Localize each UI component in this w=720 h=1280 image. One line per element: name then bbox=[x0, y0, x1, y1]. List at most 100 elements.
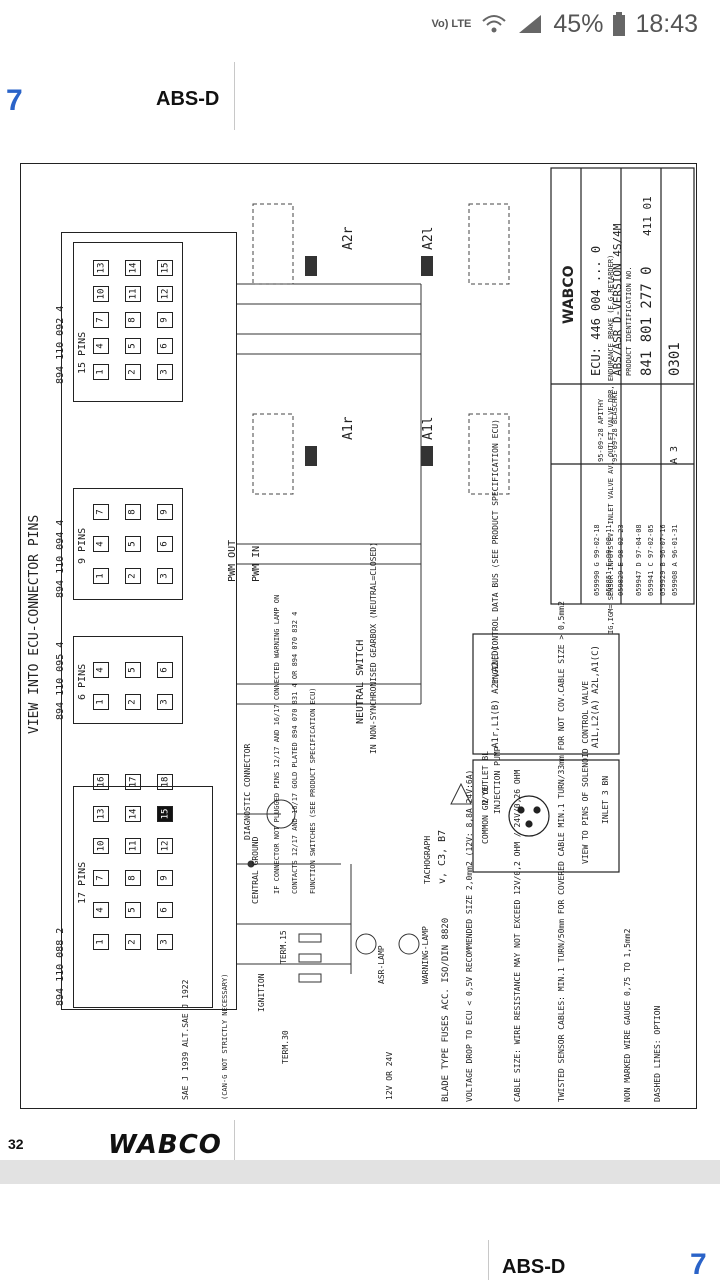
pin: 17 bbox=[125, 774, 141, 790]
sensor-label: A1l bbox=[421, 416, 436, 440]
pin: 9 bbox=[157, 870, 173, 886]
function-switches-label: FUNCTION SWITCHES (SEE PRODUCT SPECIFICA… bbox=[309, 687, 317, 894]
revision-row: 059947 D 97-04-08 bbox=[635, 524, 643, 596]
valve-view-label: VIEW TO PINS OF SOLENOID CONTROL VALVE bbox=[581, 680, 590, 864]
common-label: COMMON GN/YE bbox=[481, 786, 490, 844]
network-indicator: Vo) LTE bbox=[431, 17, 472, 30]
title-size: A 3 bbox=[669, 445, 680, 464]
term15-label: TERM.15 bbox=[279, 930, 288, 964]
pin: 8 bbox=[125, 504, 141, 520]
pin: 8 bbox=[125, 870, 141, 886]
pin: 6 bbox=[157, 902, 173, 918]
next-page-title: ABS-D bbox=[502, 1256, 566, 1278]
drawn-by: 95-09-28 APITHY bbox=[597, 398, 605, 462]
pin: 16 bbox=[93, 774, 109, 790]
pin: 5 bbox=[125, 662, 141, 678]
pin: 11 bbox=[125, 838, 141, 854]
title-sheet: 411 01 bbox=[641, 196, 654, 236]
asr-lamp-label: ASR-LAMP bbox=[377, 945, 386, 984]
pin: 1 bbox=[93, 568, 109, 584]
sensor-label: A1r bbox=[341, 416, 356, 440]
header-divider bbox=[234, 62, 235, 130]
page-gap bbox=[0, 1160, 720, 1184]
inlet-label: INLET 3 BN bbox=[601, 775, 610, 824]
pwm-out-label: PWM OUT bbox=[227, 539, 238, 582]
status-bar: Vo) LTE 45% 18:43 bbox=[0, 0, 720, 48]
clock: 18:43 bbox=[635, 9, 698, 38]
next-page-header: ABS-D 7 bbox=[0, 1200, 720, 1280]
connector-6-pins bbox=[73, 636, 183, 724]
battery-icon bbox=[613, 12, 626, 36]
pin: 2 bbox=[125, 568, 141, 584]
pin: 12 bbox=[157, 838, 173, 854]
battery-level: 45% bbox=[553, 9, 604, 38]
diagnostic-label: DIAGNOSTIC CONNECTOR bbox=[243, 743, 252, 840]
pin: 18 bbox=[157, 774, 173, 790]
title-code: 0301 bbox=[667, 342, 683, 376]
revision-row: 059990 G 99-02-18 bbox=[593, 524, 601, 596]
note: NON MARKED WIRE GAUGE 0,75 TO 1,5mm2 bbox=[623, 928, 632, 1102]
pin: 7 bbox=[93, 312, 109, 328]
pin: 9 bbox=[157, 504, 173, 520]
pin: 2 bbox=[125, 364, 141, 380]
pin: 6 bbox=[157, 338, 173, 354]
pin: 3 bbox=[157, 694, 173, 710]
pin: 12 bbox=[157, 286, 173, 302]
signal-icon bbox=[519, 15, 542, 33]
pin: 13 bbox=[93, 260, 109, 276]
title-ecu: ECU: 446 004 ... 0 bbox=[589, 245, 603, 376]
title-product-id-label: PRODUCT IDENTIFICATION NO. bbox=[625, 266, 633, 376]
pin: 6 bbox=[157, 536, 173, 552]
pin: 4 bbox=[93, 662, 109, 678]
pin: 1 bbox=[93, 694, 109, 710]
connector-17-pins bbox=[73, 786, 213, 1008]
revision-row: 059829 E 98-02-23 bbox=[617, 524, 625, 596]
pin: 10 bbox=[93, 286, 109, 302]
revision-row: 059851 F 98-08-11 bbox=[605, 524, 613, 596]
revision-row: 059929 B 96-07-16 bbox=[659, 524, 667, 596]
title-product-id: 841 801 277 0 bbox=[639, 266, 655, 376]
page-footer: 32 WABCO bbox=[0, 1120, 720, 1192]
warning-lamp-label: WARNING-LAMP bbox=[421, 926, 430, 984]
page-header: 7 ABS-D bbox=[0, 62, 720, 132]
checked-by: 95-09-28 BLASCHKE bbox=[611, 390, 619, 462]
term30-label: TERM.30 bbox=[281, 1030, 290, 1064]
page-number: 7 bbox=[6, 84, 23, 117]
tachograph-label: TACHOGRAPH bbox=[423, 835, 432, 884]
pin: 9 bbox=[157, 312, 173, 328]
pin: 5 bbox=[125, 536, 141, 552]
sensor-label: A2r bbox=[341, 226, 356, 250]
pin: 14 bbox=[125, 260, 141, 276]
pin: 8 bbox=[125, 312, 141, 328]
axle-c-label: A1L,L2(A) A2L,A1(C) bbox=[591, 645, 601, 748]
contacts-note: CONTACTS 12/17 AND 16/17 GOLD PLATED 894… bbox=[291, 611, 299, 894]
note: VOLTAGE DROP TO ECU < 0,5V RECOMMENDED S… bbox=[465, 769, 474, 1102]
pin: 3 bbox=[157, 364, 173, 380]
next-header-divider bbox=[488, 1240, 489, 1280]
ignition-label: IGNITION bbox=[257, 973, 266, 1012]
pin: 11 bbox=[125, 286, 141, 302]
note: CABLE SIZE: WIRE RESISTANCE MAY NOT EXCE… bbox=[513, 769, 522, 1102]
neutral-note: IN NON-SYNCHRONISED GEARBOX (NEUTRAL=CLO… bbox=[369, 542, 378, 754]
title-brand: WABCO bbox=[561, 265, 577, 325]
pin: 4 bbox=[93, 338, 109, 354]
injection-pump-label: INJECTION PUMP bbox=[493, 746, 502, 814]
revision-row: 059941 C 97-02-05 bbox=[647, 524, 655, 596]
pin: 2 bbox=[125, 934, 141, 950]
pin: 13 bbox=[93, 806, 109, 822]
page-title: ABS-D bbox=[156, 88, 220, 110]
wiring-lines bbox=[237, 167, 695, 983]
footer-page-number: 32 bbox=[8, 1136, 24, 1152]
pin: 15 bbox=[157, 260, 173, 276]
sensor-label: A2l bbox=[421, 226, 436, 250]
revision-row: 059908 A 96-01-31 bbox=[671, 524, 679, 596]
pin: 1 bbox=[93, 934, 109, 950]
pin: 7 bbox=[93, 870, 109, 886]
connector-9-pins bbox=[73, 488, 183, 600]
central-ground-label: CENTRAL GROUND bbox=[251, 836, 260, 904]
sae-label: SAE J 1939 ALT.SAE J 1922 bbox=[181, 979, 190, 1100]
next-page-number: 7 bbox=[690, 1248, 707, 1280]
wabco-logo: WABCO bbox=[108, 1130, 222, 1160]
voltage-label: 12V OR 24V bbox=[385, 1051, 394, 1100]
wiring-diagram: VIEW INTO ECU-CONNECTOR PINS 894 110 088… bbox=[20, 163, 697, 1109]
